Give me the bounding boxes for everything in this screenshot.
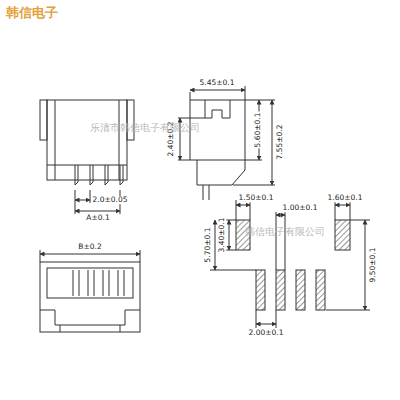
pin-stroke: [73, 270, 74, 296]
pin-stroke: [108, 165, 109, 182]
pin-stroke: [124, 270, 125, 296]
pin-stroke: [90, 182, 93, 185]
pin-stroke: [75, 165, 76, 185]
dimension-label: 2.0±0.05: [92, 196, 129, 204]
brand-title: 韩信电子: [6, 4, 58, 22]
dimension-label: 3.40±0.1: [218, 217, 226, 254]
dimension-label: 1.00±0.1: [282, 204, 319, 212]
dimension-label: 5.70±0.1: [204, 227, 212, 264]
pin-stroke: [88, 270, 89, 296]
watermark: 韩信电子有限公司: [245, 227, 325, 237]
dimension-label: 5.45±0.1: [199, 79, 236, 87]
pin-stroke: [94, 270, 95, 296]
dimension-label: 7.55±0.2: [276, 124, 284, 161]
pin-stroke: [105, 182, 108, 185]
pin-stroke: [118, 270, 119, 296]
dimension-label: 1.60±0.1: [327, 194, 364, 202]
dimension-label: A±0.1: [85, 214, 110, 222]
dimension-label: 5.60±0.1: [254, 112, 262, 149]
dimension-label: 9.50±0.1: [369, 247, 377, 284]
pin-stroke: [109, 270, 110, 296]
pin-stroke: [120, 182, 123, 185]
dimension-label: B±0.2: [77, 243, 102, 251]
dimension-label: 2.00±0.1: [248, 329, 285, 337]
dimension-label: 1.50±0.1: [238, 194, 275, 202]
pin-stroke: [78, 165, 79, 182]
pin-stroke: [93, 165, 94, 182]
pin-stroke: [79, 270, 80, 296]
pin-stroke: [120, 165, 121, 185]
pin-stroke: [75, 182, 78, 185]
pin-stroke: [105, 165, 106, 185]
pin-stroke: [123, 165, 124, 182]
watermark: 乐清市韩信电子有限公司: [90, 123, 200, 133]
pin-stroke: [103, 270, 104, 296]
pin-stroke: [90, 165, 91, 185]
